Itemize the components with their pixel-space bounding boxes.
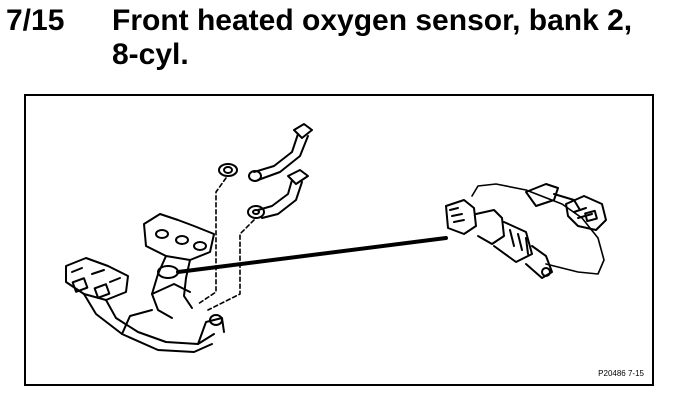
- exhaust-manifold-icon: [65, 257, 225, 353]
- figure-reference-code: P20486 7-15: [598, 369, 644, 378]
- exhaust-pipe-icon: [248, 123, 313, 182]
- exhaust-pipe-icon: [247, 169, 309, 219]
- figure-title-line-2: 8-cyl.: [112, 38, 189, 71]
- page-header: 7/15 Front heated oxygen sensor, bank 2,…: [0, 0, 688, 80]
- figure-title-line-1: Front heated oxygen sensor, bank 2,: [112, 4, 633, 37]
- exhaust-manifold-icon: [143, 213, 215, 319]
- exploded-view-drawing: [65, 123, 607, 353]
- sensor-connector-icon: [525, 183, 607, 231]
- figure-number: 7/15: [6, 4, 65, 37]
- oxygen-sensor-icon: [445, 199, 553, 279]
- figure-frame: P20486 7-15: [24, 94, 654, 386]
- figure-title: Front heated oxygen sensor, bank 2, 8-cy…: [112, 4, 682, 72]
- gasket-icon: [218, 163, 238, 177]
